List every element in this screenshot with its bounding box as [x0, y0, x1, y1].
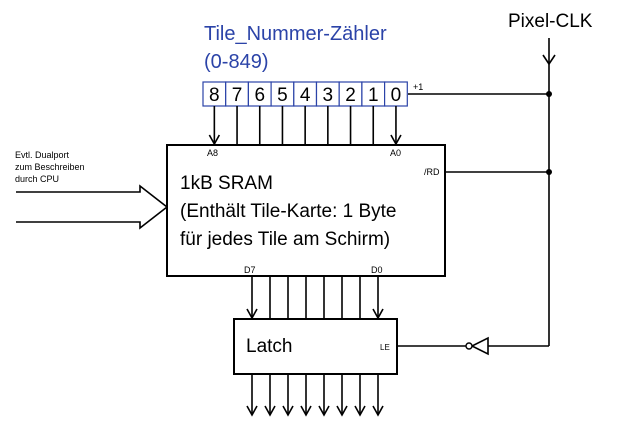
sram-pin-a0: A0 — [390, 148, 401, 158]
cpu-note-line-2: zum Beschreiben — [15, 162, 85, 172]
address-bus — [208, 106, 402, 146]
counter-bit-label-8: 8 — [209, 85, 220, 106]
counter-bit-label-5: 5 — [277, 85, 288, 106]
clock-arrow — [542, 54, 556, 66]
inverter-buffer — [470, 336, 489, 356]
clock-junction-rd — [546, 169, 552, 175]
counter-bit-label-7: 7 — [232, 85, 243, 106]
cpu-write-arrow-outline — [16, 184, 169, 230]
output-arrow-5 — [336, 405, 348, 417]
data-bus — [246, 276, 384, 320]
latch-output-bus — [246, 374, 384, 417]
output-arrow-7 — [372, 405, 384, 417]
counter-bit-label-1: 1 — [368, 85, 379, 106]
output-arrow-4 — [318, 405, 330, 417]
sram-pin-a8: A8 — [207, 148, 218, 158]
output-arrow-2 — [282, 405, 294, 417]
output-arrow-6 — [354, 405, 366, 417]
counter-bit-label-0: 0 — [391, 85, 402, 106]
latch-pin-le: LE — [380, 343, 390, 352]
output-arrow-3 — [300, 405, 312, 417]
counter-bit-label-4: 4 — [300, 85, 311, 106]
output-arrow-1 — [264, 405, 276, 417]
sram-pin-d0: D0 — [371, 265, 383, 275]
sram-line-1: 1kB SRAM — [180, 173, 273, 194]
counter-range: (0-849) — [204, 51, 268, 73]
output-arrow-0 — [246, 405, 258, 417]
counter-title: Tile_Nummer-Zähler — [204, 23, 387, 45]
increment-label: +1 — [413, 82, 423, 92]
counter-bit-label-6: 6 — [254, 85, 265, 106]
inverter-bubble — [465, 342, 473, 350]
latch-label: Latch — [246, 336, 292, 357]
cpu-note-line-1: Evtl. Dualport — [15, 150, 70, 160]
sram-pin-d7: D7 — [244, 265, 256, 275]
latch-block — [233, 318, 398, 375]
clock-label: Pixel-CLK — [508, 11, 593, 32]
sram-line-2: (Enthält Tile-Karte: 1 Byte — [180, 201, 397, 222]
cpu-note-line-3: durch CPU — [15, 174, 59, 184]
sram-pin-rd: /RD — [424, 167, 440, 177]
counter-bit-label-3: 3 — [323, 85, 334, 106]
sram-line-3: für jedes Tile am Schirm) — [180, 229, 390, 250]
sram-block — [166, 144, 446, 277]
counter-bit-label-2: 2 — [345, 85, 356, 106]
clock-junction-counter — [546, 91, 552, 97]
